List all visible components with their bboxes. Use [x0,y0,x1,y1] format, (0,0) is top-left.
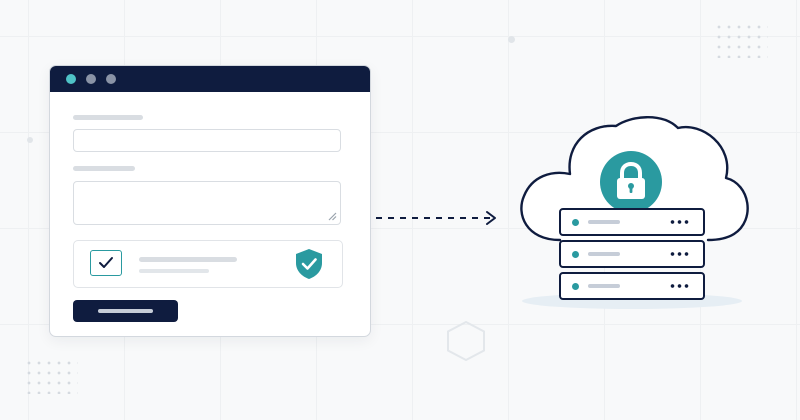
more-options-icon[interactable] [669,220,689,224]
dot-pattern-bottom-left [24,358,78,394]
server-status-led [572,251,579,258]
submit-label-placeholder [98,309,153,313]
text-input-field[interactable] [73,129,341,152]
form-window [49,65,371,337]
server-unit [559,208,705,236]
data-flow-arrow [376,211,496,225]
decor-hexagon [447,320,485,362]
window-titlebar [50,66,370,92]
decor-dot [27,137,33,143]
dot-pattern-top-right [714,22,768,58]
more-options-icon[interactable] [669,284,689,288]
server-drive-slot [588,284,620,288]
server-status-led [572,219,579,226]
padlock-icon [600,151,662,213]
card-title-placeholder [139,257,237,262]
submit-button[interactable] [73,300,178,322]
server-drive-slot [588,252,620,256]
card-subtitle-placeholder [139,269,209,273]
server-drive-slot [588,220,620,224]
server-status-led [572,283,579,290]
field-label-placeholder [73,166,135,171]
more-options-icon[interactable] [669,252,689,256]
textarea-field[interactable] [73,181,341,225]
window-control-dot[interactable] [106,74,116,84]
check-icon [99,257,113,268]
confirm-checkbox[interactable] [90,250,122,276]
server-unit [559,272,705,300]
decor-dot [508,36,515,43]
field-label-placeholder [73,115,143,120]
window-control-dot[interactable] [86,74,96,84]
resize-grip-icon[interactable] [328,212,337,221]
shield-check-icon [296,249,322,279]
security-check-card [73,240,343,288]
server-unit [559,240,705,268]
window-control-dot[interactable] [66,74,76,84]
